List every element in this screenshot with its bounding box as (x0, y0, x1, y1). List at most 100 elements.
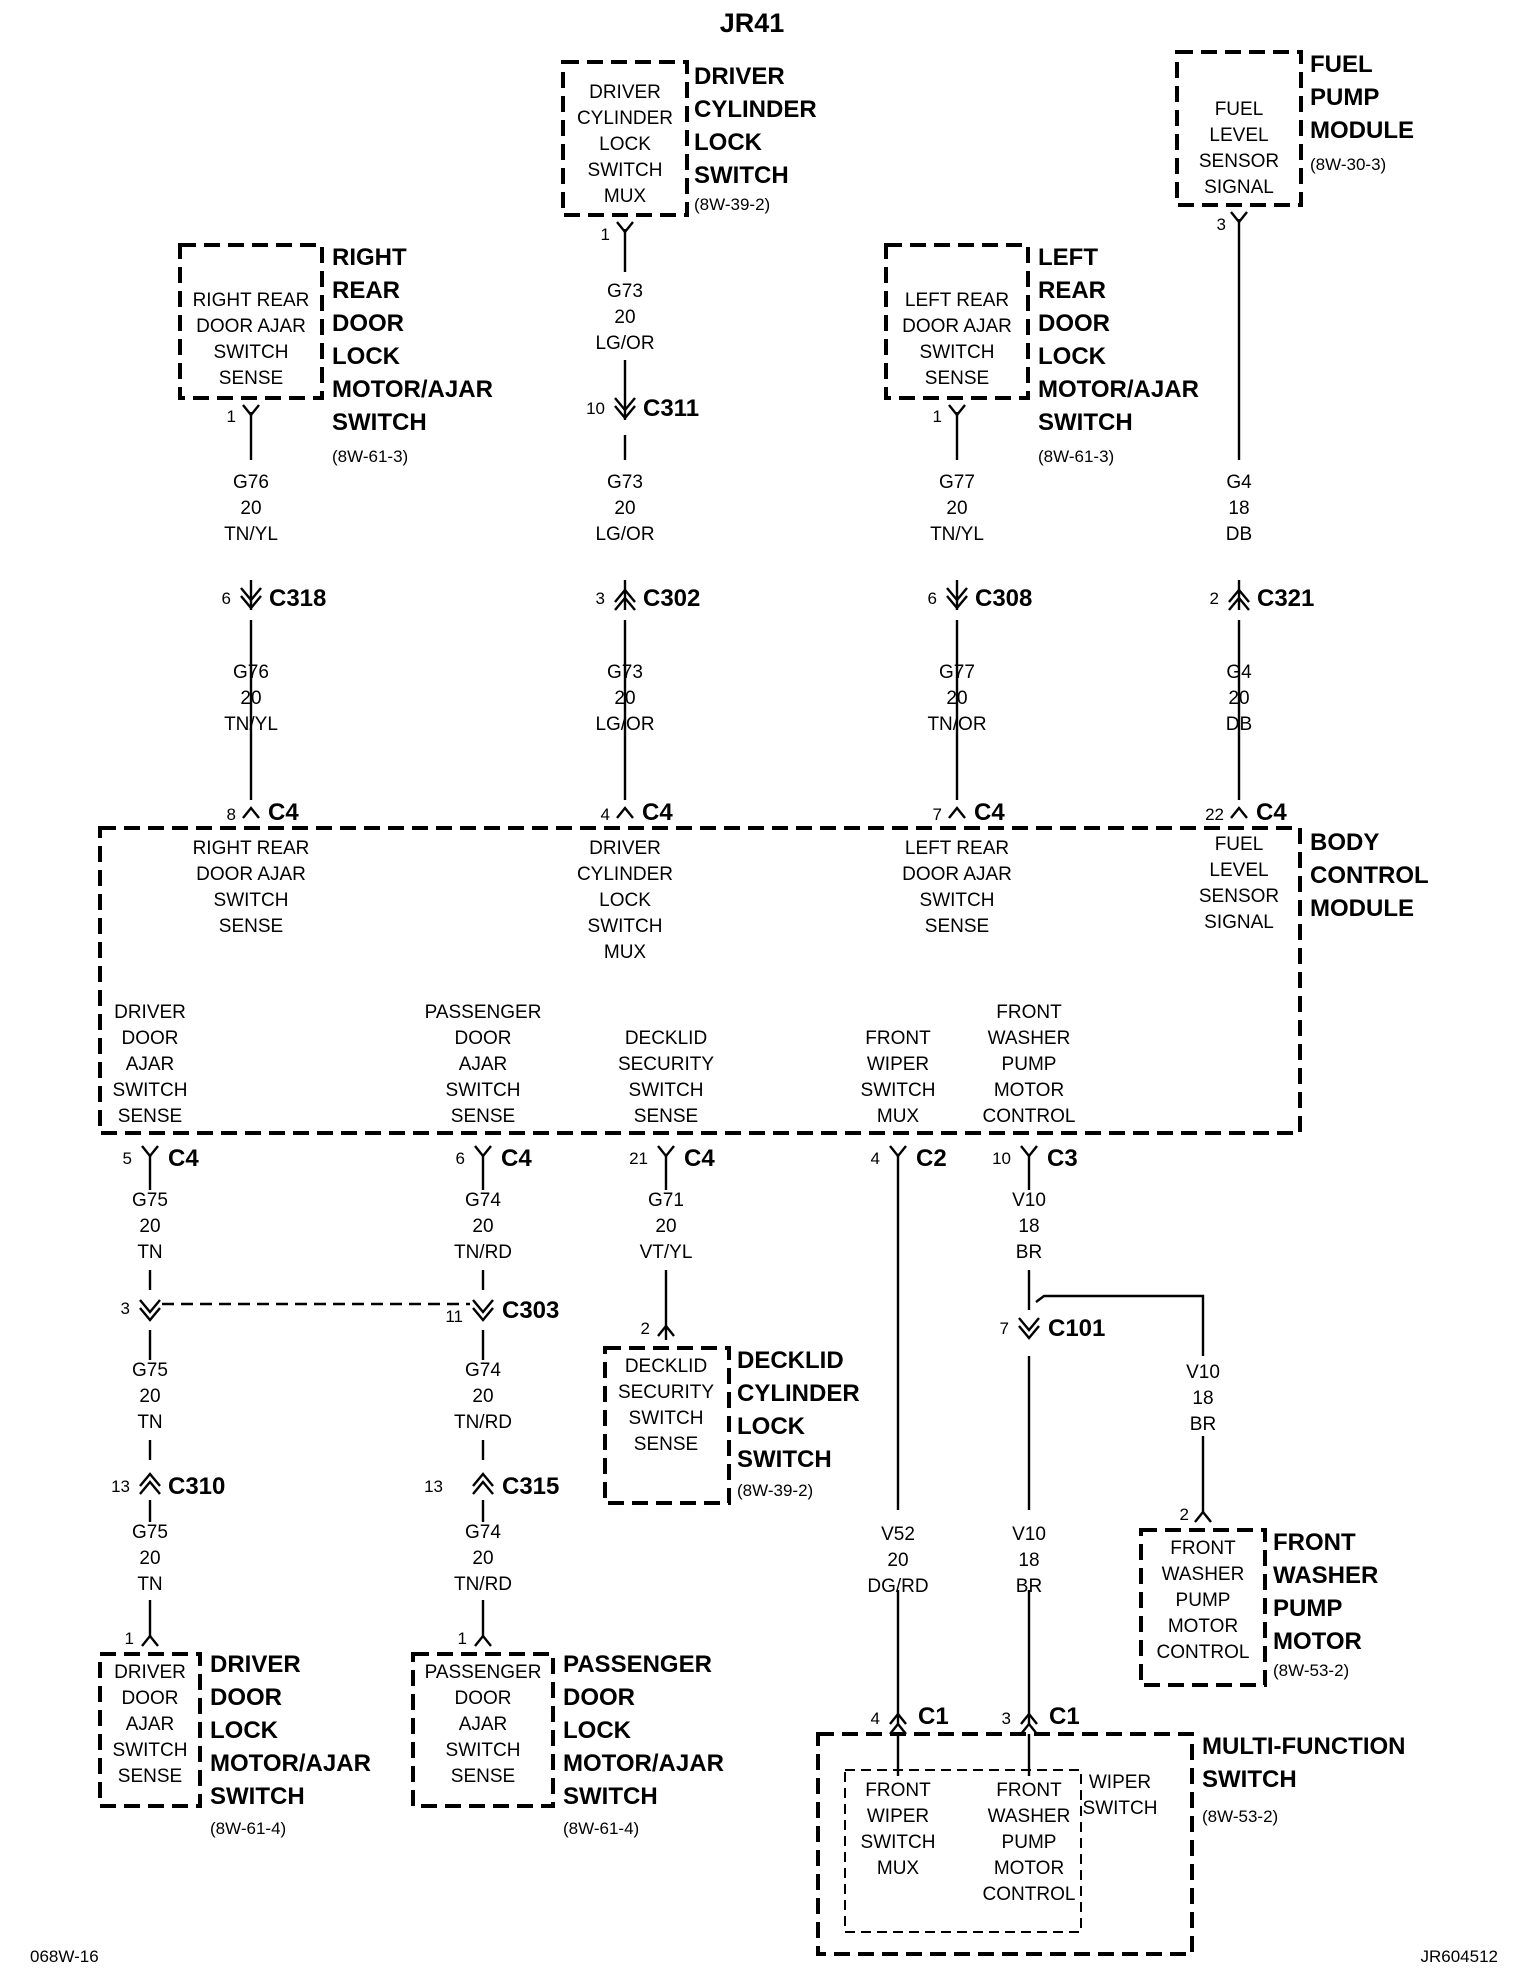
label-line: DECKLID (737, 1347, 844, 1374)
connector-c315: C315 (502, 1473, 559, 1500)
component-box (411, 1652, 555, 1808)
label-line: MOTOR (1273, 1628, 1362, 1655)
label-line: MUX (877, 1106, 920, 1127)
label-line: SENSE (118, 1766, 182, 1787)
label-line: DB (1226, 714, 1252, 735)
label-line: REAR (1038, 277, 1106, 304)
label-line: PASSENGER (563, 1651, 712, 1678)
label-line: BR (1190, 1414, 1216, 1435)
label-line: CONTROL (1157, 1642, 1250, 1663)
label-line: DB (1226, 524, 1252, 545)
pin-number: 22 (1205, 805, 1224, 824)
label-line: DRIVER (694, 63, 785, 90)
label-line: SWITCH (446, 1080, 521, 1101)
label-line: 20 (139, 1216, 160, 1237)
label-line: G4 (1226, 662, 1252, 683)
label-line: SENSE (925, 916, 989, 937)
label-line: TN (137, 1242, 162, 1263)
label-line: MOTOR (994, 1080, 1064, 1101)
label-line: RIGHT (332, 244, 407, 271)
label-line: 20 (946, 688, 967, 709)
connector-c4: C4 (1256, 799, 1287, 826)
label-line: G77 (939, 472, 975, 493)
label-line: 18 (1018, 1550, 1039, 1571)
label-line: TN/YL (224, 524, 278, 545)
label-line: DOOR (210, 1684, 282, 1711)
label-line: MUX (604, 942, 647, 963)
connector-c310: C310 (168, 1473, 225, 1500)
component-box (98, 826, 1302, 1135)
connector-c321: C321 (1257, 585, 1314, 612)
label-line: LOCK (1038, 343, 1107, 370)
label-line: G73 (607, 662, 643, 683)
label-line: TN (137, 1574, 162, 1595)
pin-number: 6 (222, 589, 231, 608)
label-line: DRIVER (114, 1002, 186, 1023)
label-line: MULTI-FUNCTION (1202, 1733, 1406, 1760)
label-line: LOCK (599, 890, 651, 911)
label-line: LOCK (737, 1413, 806, 1440)
label-line: V52 (881, 1524, 915, 1545)
label-line: DOOR (332, 310, 404, 337)
label-line: G75 (132, 1360, 168, 1381)
label-line: CONTROL (1310, 862, 1429, 889)
label-line: TN/RD (454, 1412, 512, 1433)
pin-number: 1 (601, 225, 610, 244)
label-line: MODULE (1310, 895, 1414, 922)
pin-number: 21 (629, 1149, 648, 1168)
label-line: DECKLID (625, 1028, 707, 1049)
reference-label: (8W-61-4) (563, 1819, 639, 1838)
label-line: PUMP (1002, 1832, 1057, 1853)
label-line: SWITCH (694, 162, 789, 189)
footer-left-code: 068W-16 (30, 1947, 99, 1966)
label-line: DOOR (122, 1028, 179, 1049)
label-line: WASHER (1273, 1562, 1378, 1589)
label-line: LG/OR (595, 333, 654, 354)
label-line: SWITCH (737, 1446, 832, 1473)
pin-number: 6 (928, 589, 937, 608)
label-line: VT/YL (640, 1242, 693, 1263)
label-line: G71 (648, 1190, 684, 1211)
label-line: PUMP (1273, 1595, 1342, 1622)
inline-connector-symbols-top (240, 360, 1250, 611)
label-line: WIPER (1089, 1772, 1151, 1793)
label-line: MOTOR/AJAR (1038, 376, 1199, 403)
label-line: SECURITY (618, 1054, 714, 1075)
label-line: LOCK (332, 343, 401, 370)
label-line: MOTOR/AJAR (563, 1750, 724, 1777)
label-line: TN/OR (927, 714, 986, 735)
label-line: SENSE (634, 1106, 698, 1127)
label-line: G74 (465, 1190, 501, 1211)
connector-c302: C302 (643, 585, 700, 612)
pin-number: 11 (445, 1307, 463, 1326)
label-line: CONTROL (983, 1884, 1076, 1905)
